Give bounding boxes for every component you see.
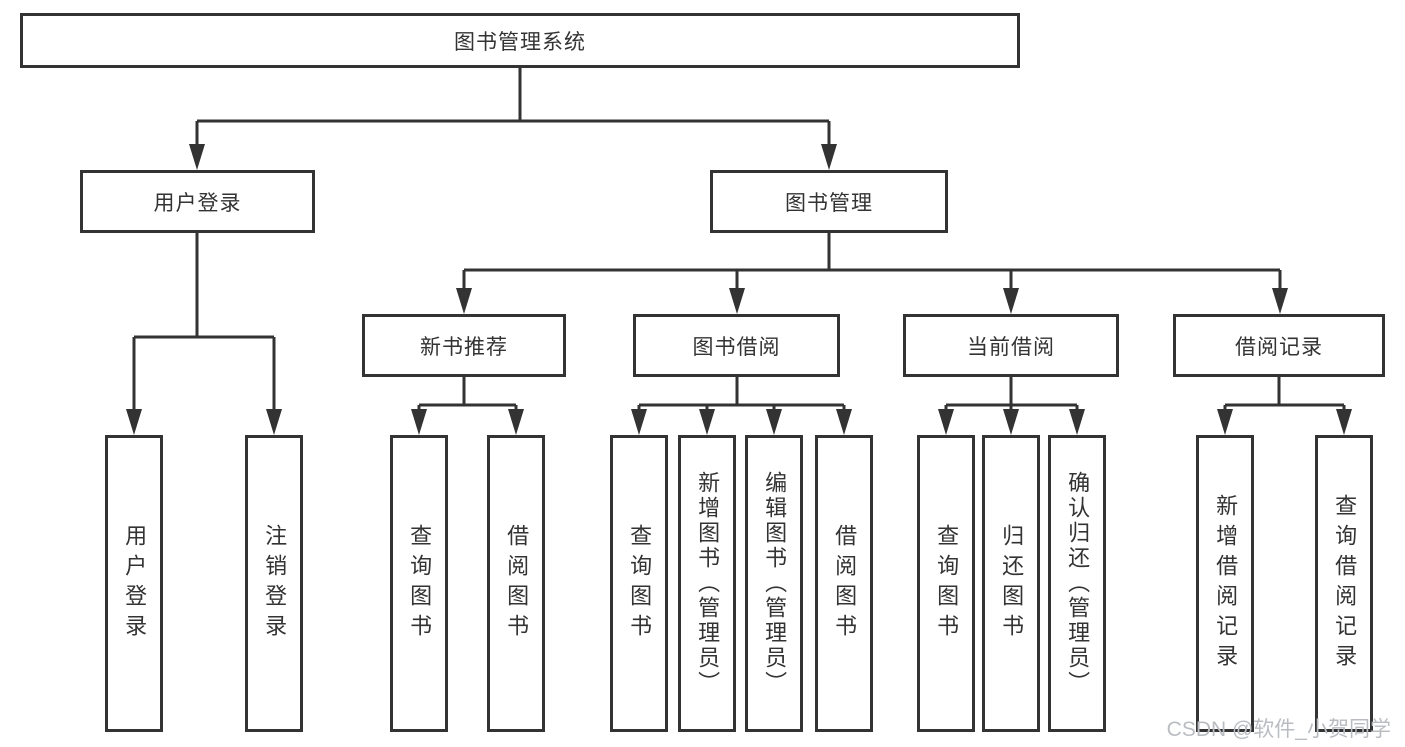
node-book-borrowing-label: 图书借阅 <box>692 335 781 359</box>
arrow-lines-leaves <box>417 405 1346 412</box>
node-leaf-add-books-admin-label: 新增图书（管理员） <box>695 471 721 696</box>
node-current-borrowing: 当前借阅 <box>903 314 1119 377</box>
arrowhead-leaf-query-record <box>1336 409 1352 435</box>
node-new-book-recommend: 新书推荐 <box>362 314 566 377</box>
node-leaf-confirm-return-admin: 确认归还（管理员） <box>1048 435 1106 732</box>
arrowhead-leaf-confirm-return <box>1069 409 1085 435</box>
arrowhead-leaf-edit-book <box>766 409 782 435</box>
node-leaf-return-books-label: 归还图书 <box>999 523 1025 644</box>
node-leaf-logout-label: 注销登录 <box>262 523 288 644</box>
connector-root-to-level2 <box>197 68 829 123</box>
connector-userlogin-to-leaves <box>134 233 274 339</box>
node-book-management-label: 图书管理 <box>785 191 873 215</box>
node-leaf-logout: 注销登录 <box>245 435 303 732</box>
node-leaf-borrow-books-label: 借阅图书 <box>832 523 858 644</box>
arrow-lines-userlogin <box>132 337 276 412</box>
csdn-watermark: CSDN @软件_小贺同学 <box>1166 718 1391 741</box>
node-leaf-add-borrow-record: 新增借阅记录 <box>1196 435 1254 732</box>
node-leaf-edit-books-admin: 编辑图书（管理员） <box>745 435 803 732</box>
node-leaf-query-books-rec-label: 查询图书 <box>407 523 433 644</box>
connector-borrowrecords-to-leaves <box>1225 377 1344 407</box>
node-leaf-borrow-books: 借阅图书 <box>815 435 873 732</box>
node-leaf-borrow-books-rec-label: 借阅图书 <box>504 523 530 644</box>
node-leaf-query-books-borrow-label: 查询图书 <box>627 523 653 644</box>
node-leaf-add-borrow-record-label: 新增借阅记录 <box>1213 493 1239 674</box>
arrowhead-bookborrow <box>729 288 745 314</box>
node-leaf-query-books-rec: 查询图书 <box>390 435 448 732</box>
node-leaf-user-login: 用户登录 <box>105 435 163 732</box>
node-user-login: 用户登录 <box>80 170 315 233</box>
arrowheads <box>126 144 1352 435</box>
node-user-login-label: 用户登录 <box>153 191 242 215</box>
node-leaf-borrow-books-rec: 借阅图书 <box>487 435 545 732</box>
node-borrowing-records-label: 借阅记录 <box>1235 335 1323 359</box>
arrowhead-borrowrecords <box>1272 288 1288 314</box>
node-leaf-add-books-admin: 新增图书（管理员） <box>678 435 736 732</box>
connector-newbookrec-to-leaves <box>419 377 516 407</box>
arrowhead-leaf-query-borrow <box>631 409 647 435</box>
connector-bookmgmt-to-level3 <box>464 233 1280 272</box>
arrowhead-leaf-query-newrec <box>411 409 427 435</box>
node-root: 图书管理系统 <box>20 13 1020 68</box>
connector-spines <box>132 68 1346 412</box>
node-leaf-confirm-return-admin-label: 确认归还（管理员） <box>1065 471 1091 696</box>
arrowhead-leaf-query-current <box>938 409 954 435</box>
arrow-lines-level3 <box>462 270 1282 291</box>
arrowhead-currentborrow <box>1003 288 1019 314</box>
node-current-borrowing-label: 当前借阅 <box>967 335 1055 359</box>
node-book-management: 图书管理 <box>710 170 948 233</box>
node-borrowing-records: 借阅记录 <box>1173 314 1385 377</box>
node-leaf-query-borrow-record: 查询借阅记录 <box>1315 435 1373 732</box>
arrowhead-bookmgmt <box>821 144 837 170</box>
arrow-lines-level2 <box>195 121 831 147</box>
arrowhead-leaf-borrow-book <box>836 409 852 435</box>
node-new-book-recommend-label: 新书推荐 <box>420 335 508 359</box>
arrowhead-userlogin <box>189 144 205 170</box>
arrowhead-leaf-add-record <box>1217 409 1233 435</box>
connector-bookborrow-to-leaves <box>639 377 844 407</box>
connector-currentborrow-to-leaves <box>946 377 1077 407</box>
node-book-borrowing: 图书借阅 <box>633 314 840 377</box>
node-leaf-query-books-current-label: 查询图书 <box>934 523 960 644</box>
node-leaf-query-borrow-record-label: 查询借阅记录 <box>1332 493 1358 674</box>
node-leaf-return-books: 归还图书 <box>982 435 1040 732</box>
arrowhead-leaf-add-book <box>699 409 715 435</box>
node-leaf-query-books-current: 查询图书 <box>917 435 975 732</box>
arrowhead-leaf-logout <box>266 409 282 435</box>
node-root-label: 图书管理系统 <box>454 30 586 54</box>
arrowhead-leaf-borrow-newrec <box>508 409 524 435</box>
node-leaf-edit-books-admin-label: 编辑图书（管理员） <box>762 471 788 696</box>
arrowhead-newbookrec <box>456 288 472 314</box>
node-leaf-query-books-borrow: 查询图书 <box>610 435 668 732</box>
arrowhead-leaf-return-book <box>1003 409 1019 435</box>
arrowhead-leaf-userlogin <box>126 409 142 435</box>
node-leaf-user-login-label: 用户登录 <box>122 523 148 644</box>
